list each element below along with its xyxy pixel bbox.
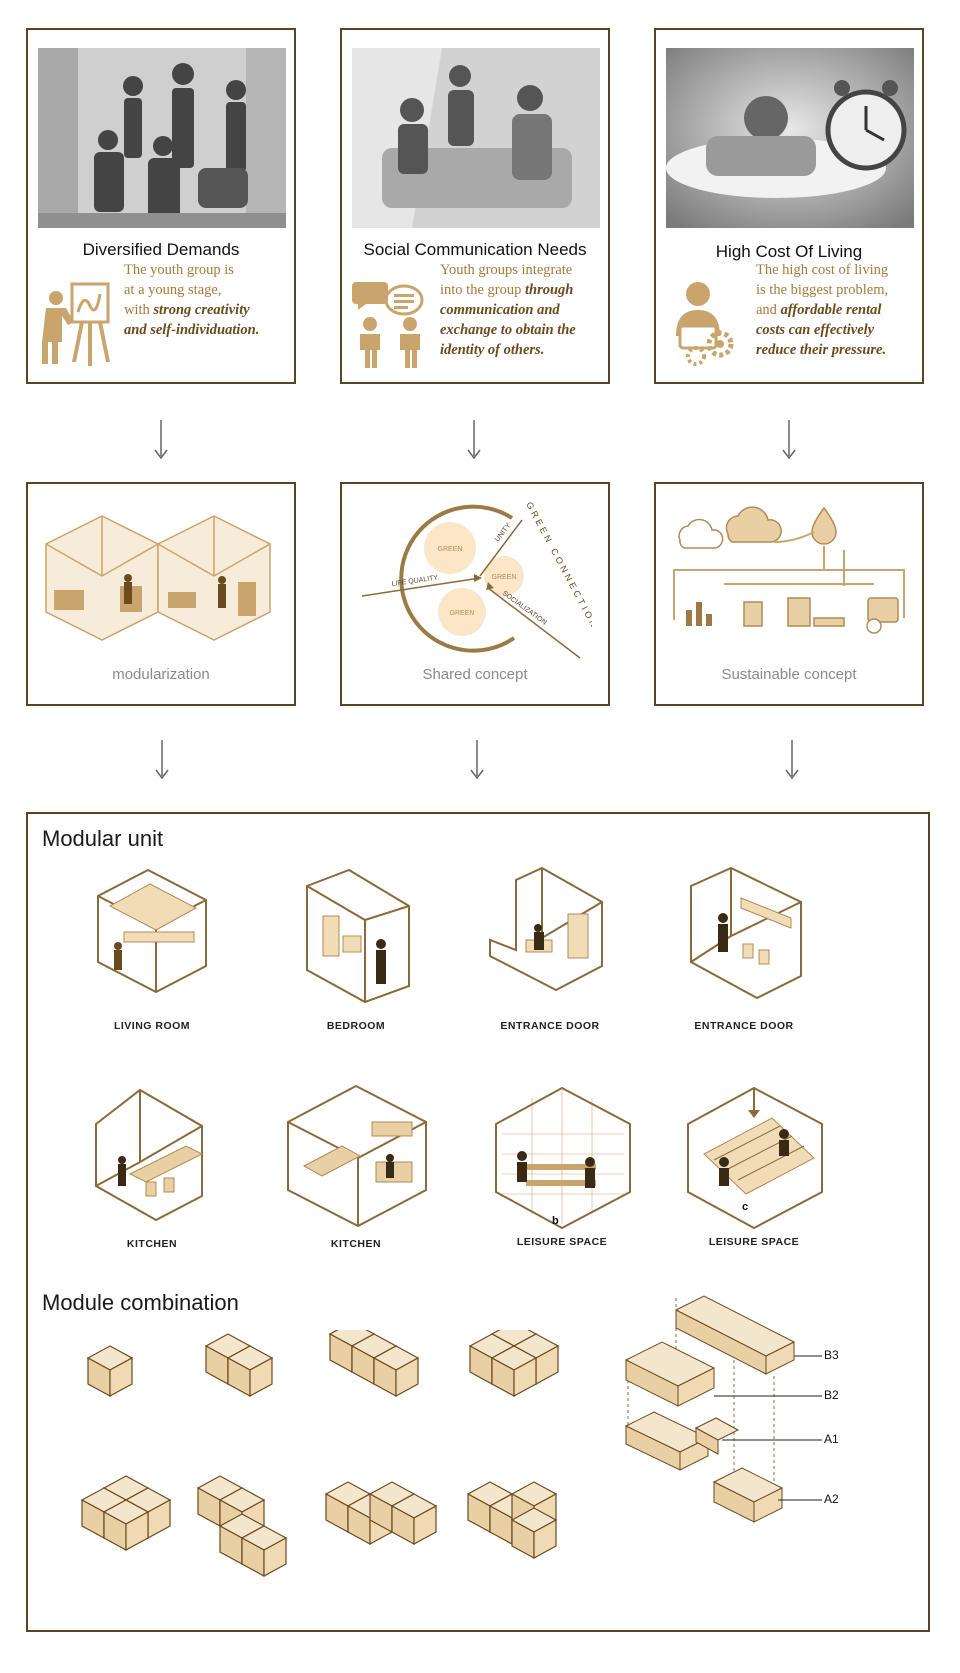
- concept-label: Sustainable concept: [721, 666, 857, 683]
- people-chatting-icon: [352, 276, 430, 375]
- green-label: GREEN: [450, 610, 475, 617]
- green-word: GREEN: [524, 500, 555, 546]
- connection-word: CONNECTION: [549, 547, 592, 632]
- unit-label: BEDROOM: [326, 1020, 386, 1032]
- unit-label: KITCHEN: [330, 1238, 382, 1250]
- leisure-space-slope-drawing: c: [687, 1086, 823, 1230]
- card-text-plain: The youth group is at a young stage, wit…: [124, 262, 234, 318]
- unit-label: LIVING ROOM: [113, 1020, 191, 1032]
- living-room-unit-drawing: [97, 868, 207, 994]
- modular-unit-title: Modular unit: [42, 826, 164, 851]
- concept-shared: GREEN GREEN GREEN LIFE QUALITY UNITY SOC…: [340, 482, 610, 706]
- unit-label: KITCHEN: [126, 1238, 178, 1250]
- unit-label: LEISURE SPACE: [516, 1236, 608, 1248]
- cube-single: [87, 1345, 133, 1397]
- card-text-emphasis: strong creativity and self-individuation…: [124, 302, 260, 338]
- concept-label: modularization: [112, 666, 210, 683]
- unit-label: ENTRANCE DOOR: [694, 1020, 794, 1032]
- module-combination-title: Module combination: [42, 1290, 239, 1315]
- unity-label: UNITY: [494, 522, 513, 543]
- down-arrow-icon: [782, 420, 796, 460]
- tag-b3: B3: [824, 1348, 839, 1362]
- friends-talking-photo: [352, 48, 600, 228]
- card-description: The youth group is at a young stage, wit…: [124, 260, 289, 340]
- modular-hexagon-rooms-drawing: [45, 515, 271, 641]
- marker-b: b: [552, 1215, 559, 1227]
- cube-combinations: [81, 1330, 559, 1577]
- card-title: High Cost Of Living: [715, 242, 863, 261]
- marker-c: c: [742, 1201, 748, 1213]
- sustainable-water-cycle-drawing: [673, 506, 905, 634]
- entrance-door-unit-drawing: [489, 866, 603, 992]
- down-arrow-icon: [155, 740, 169, 780]
- artist-painting-icon: [40, 276, 114, 371]
- down-arrow-icon: [467, 420, 481, 460]
- card-title: Social Communication Needs: [363, 240, 587, 259]
- card-text-plain: The high cost of living is the biggest p…: [756, 262, 889, 318]
- kitchen-unit-drawing-2: [287, 1084, 427, 1228]
- modular-panel: Modular unit LIVING ROOM BEDROO: [26, 812, 930, 1632]
- bedroom-unit-drawing: [306, 868, 410, 1004]
- tag-a1: A1: [824, 1432, 839, 1446]
- concept-label: Shared concept: [422, 666, 528, 683]
- tired-man-clock-photo: [666, 48, 914, 228]
- down-arrow-icon: [785, 740, 799, 780]
- green-label: GREEN: [438, 546, 463, 553]
- down-arrow-icon: [470, 740, 484, 780]
- concept-sustainable: Sustainable concept: [654, 482, 924, 706]
- exploded-module-diagram: [624, 1295, 822, 1523]
- socialization-label: SOCIALIZATION: [501, 590, 548, 627]
- worker-gear-icon: [670, 278, 744, 373]
- card-text-emphasis: affordable rental costs can effectively …: [756, 302, 887, 358]
- unit-label: LEISURE SPACE: [708, 1236, 800, 1248]
- card-description: Youth groups integrate into the group th…: [440, 260, 608, 360]
- green-label: GREEN: [492, 574, 517, 581]
- card-social-communication: Social Communication Needs Youth groups …: [340, 28, 610, 384]
- youth-group-photo: [38, 48, 286, 228]
- card-text-emphasis: through communication and exchange to ob…: [440, 282, 576, 358]
- card-description: The high cost of living is the biggest p…: [756, 260, 924, 360]
- card-title: Diversified Demands: [82, 240, 240, 259]
- card-diversified-demands: Diversified Demands The youth group is a…: [26, 28, 296, 384]
- concept-modularization: modularization: [26, 482, 296, 706]
- entrance-door-unit-drawing-2: [690, 866, 802, 1000]
- tag-b2: B2: [824, 1388, 839, 1402]
- kitchen-unit-drawing: [95, 1088, 204, 1222]
- tag-a2: A2: [824, 1492, 839, 1506]
- unit-label: ENTRANCE DOOR: [500, 1020, 600, 1032]
- card-high-cost-of-living: High Cost Of Living The high cost of liv…: [654, 28, 924, 384]
- down-arrow-icon: [154, 420, 168, 460]
- card-text-plain: Youth groups integrate into the group: [440, 262, 573, 298]
- leisure-space-grid-drawing: b: [495, 1086, 631, 1230]
- shared-concept-diagram: GREEN GREEN GREEN LIFE QUALITY UNITY SOC…: [362, 500, 592, 659]
